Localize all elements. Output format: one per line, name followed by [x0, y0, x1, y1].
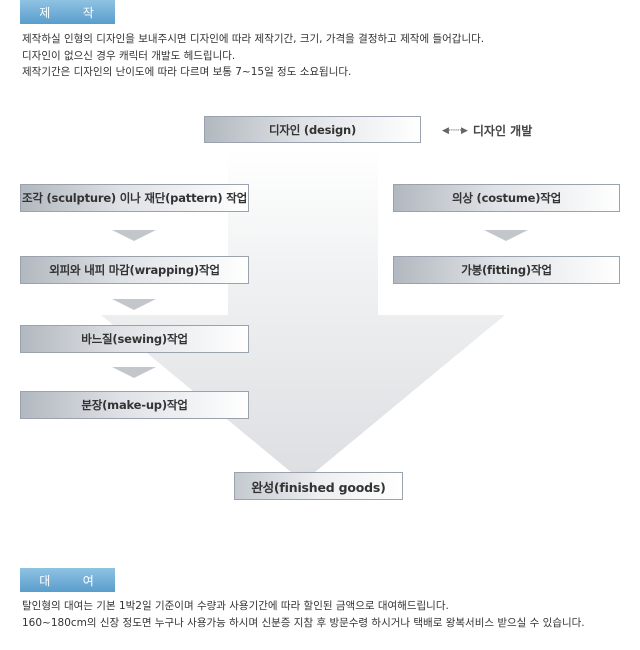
design-box: 디자인 (design)	[204, 116, 421, 143]
dotted-double-arrow-icon: ◀·······▶	[442, 125, 468, 136]
chevron-down-icon	[112, 367, 156, 378]
production-line-3: 제작기간은 디자인의 난이도에 따라 다르며 보통 7~15일 정도 소요됩니다…	[22, 66, 352, 78]
production-tab-char-2: 작	[82, 5, 96, 20]
rental-tab-char-1: 대	[39, 573, 53, 588]
costume-step: 의상 (costume)작업	[393, 184, 620, 212]
sculpture-pattern-step: 조각 (sculpture) 이나 재단(pattern) 작업	[20, 184, 249, 212]
production-line-1: 제작하실 인형의 디자인을 보내주시면 디자인에 따라 제작기간, 크기, 가격…	[22, 33, 485, 45]
chevron-down-icon	[112, 230, 156, 241]
finished-goods-box: 완성(finished goods)	[234, 472, 403, 500]
rental-tab-char-2: 여	[82, 573, 96, 588]
production-description: 제작하실 인형의 디자인을 보내주시면 디자인에 따라 제작기간, 크기, 가격…	[22, 31, 622, 81]
chevron-down-icon	[112, 299, 156, 310]
production-section-tab: 제 작	[20, 0, 115, 24]
rental-section-tab: 대 여	[20, 568, 115, 592]
rental-line-2: 160~180cm의 신장 정도면 누구나 사용가능 하시며 신분증 지참 후 …	[22, 616, 585, 629]
rental-line-1: 탈인형의 대여는 기본 1박2일 기준이며 수량과 사용기간에 따라 할인된 금…	[22, 600, 449, 612]
fitting-step: 가봉(fitting)작업	[393, 256, 620, 284]
chevron-down-icon	[484, 230, 528, 241]
design-development-note: ◀·······▶ 디자인 개발	[442, 122, 532, 139]
design-development-label: 디자인 개발	[472, 124, 533, 138]
sewing-step: 바느질(sewing)작업	[20, 325, 249, 353]
wrapping-step: 외피와 내피 마감(wrapping)작업	[20, 256, 249, 284]
production-line-2: 디자인이 없으신 경우 캐릭터 개발도 헤드립니다.	[22, 49, 236, 62]
rental-description: 탈인형의 대여는 기본 1박2일 기준이며 수량과 사용기간에 따라 할인된 금…	[22, 598, 627, 631]
production-tab-char-1: 제	[39, 5, 53, 20]
big-down-arrow-shape	[101, 150, 505, 482]
makeup-step: 분장(make-up)작업	[20, 391, 249, 419]
